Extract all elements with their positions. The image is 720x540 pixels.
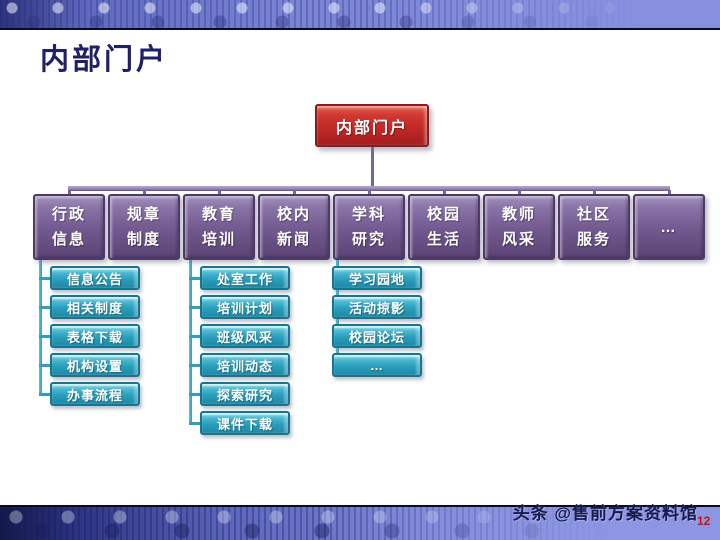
leaf-box: 表格下载 <box>50 324 140 348</box>
branch-box: 校内新闻 <box>258 194 330 260</box>
leaf-stub-connector <box>189 306 200 309</box>
branch-box: 学科研究 <box>333 194 405 260</box>
page-title: 内部门户 <box>40 44 169 76</box>
leaf-stub-connector <box>189 277 200 280</box>
trunk-connector <box>371 147 374 188</box>
branch-box-label: 生活 <box>426 231 461 249</box>
branch-box-label: 信息 <box>51 231 86 249</box>
branch-stub-connector <box>443 190 446 196</box>
top-banner <box>0 0 720 30</box>
leaf-box: 班级风采 <box>200 324 290 348</box>
leaf-stub-connector <box>189 393 200 396</box>
leaf-box-label: 培训动态 <box>216 358 273 374</box>
branch-box-label: 新闻 <box>276 231 311 249</box>
leaf-box-label: 机构设置 <box>66 358 123 374</box>
branch-stub-connector <box>668 190 671 196</box>
branch-stub-connector <box>218 190 221 196</box>
branch-box-label: 研究 <box>351 231 386 249</box>
branch-box: … <box>633 194 705 260</box>
branch-stub-connector <box>593 190 596 196</box>
branch-box: 规章制度 <box>108 194 180 260</box>
leaf-box: 相关制度 <box>50 295 140 319</box>
leaf-box-label: 校园论坛 <box>348 329 405 345</box>
leaf-box: 校园论坛 <box>332 324 422 348</box>
leaf-box-label: 相关制度 <box>66 300 123 316</box>
branch-box: 校园生活 <box>408 194 480 260</box>
branch-box-label: 教育 <box>201 205 236 223</box>
root-box-label: 内部门户 <box>335 119 408 137</box>
leaf-box-label: 培训计划 <box>216 300 273 316</box>
leaf-stub-connector <box>39 277 50 280</box>
leaf-stub-connector <box>189 335 200 338</box>
branch-stub-connector <box>293 190 296 196</box>
leaf-stub-connector <box>189 364 200 367</box>
leaf-stub-connector <box>39 393 50 396</box>
leaf-box: 办事流程 <box>50 382 140 406</box>
leaf-box-label: … <box>370 357 384 373</box>
branch-stub-connector <box>143 190 146 196</box>
leaf-box: 学习园地 <box>332 266 422 290</box>
leaf-stub-connector <box>39 306 50 309</box>
watermark-text: 头条 @售前方案资料馆 <box>512 504 698 523</box>
branch-box-label: 制度 <box>126 231 161 249</box>
page-number: 12 <box>697 514 711 528</box>
branch-stub-connector <box>68 190 71 196</box>
leaf-box: 课件下载 <box>200 411 290 435</box>
branch-box: 教师风采 <box>483 194 555 260</box>
leaf-stub-connector <box>39 335 50 338</box>
leaf-rail-connector <box>39 258 42 395</box>
branch-box-label: 服务 <box>576 231 611 249</box>
leaf-box-label: 班级风采 <box>216 329 273 345</box>
leaf-box: 活动掠影 <box>332 295 422 319</box>
branch-box-label: 校内 <box>276 205 311 223</box>
root-box: 内部门户 <box>315 104 429 147</box>
leaf-box: 机构设置 <box>50 353 140 377</box>
leaf-box-label: 学习园地 <box>348 271 405 287</box>
leaf-box-label: 办事流程 <box>66 387 123 403</box>
leaf-stub-connector <box>189 422 200 425</box>
branch-box-label: 学科 <box>351 205 386 223</box>
leaf-box-label: 探索研究 <box>216 387 273 403</box>
branch-box-label: 校园 <box>426 205 461 223</box>
branch-box-label: 规章 <box>126 205 161 223</box>
bottom-banner <box>0 505 720 540</box>
leaf-box-label: 处室工作 <box>216 271 273 287</box>
leaf-box-label: 活动掠影 <box>348 300 405 316</box>
leaf-box: … <box>332 353 422 377</box>
branch-box-label: 培训 <box>201 231 236 249</box>
branch-box-label: 教师 <box>501 205 536 223</box>
leaf-box: 培训动态 <box>200 353 290 377</box>
branch-box: 行政信息 <box>33 194 105 260</box>
leaf-stub-connector <box>39 364 50 367</box>
branch-box-label: 社区 <box>576 205 611 223</box>
leaf-box: 探索研究 <box>200 382 290 406</box>
branch-box-label: 行政 <box>51 205 86 223</box>
leaf-rail-connector <box>189 258 192 424</box>
leaf-box-label: 课件下载 <box>216 416 273 432</box>
leaf-box: 培训计划 <box>200 295 290 319</box>
leaf-box-label: 表格下载 <box>66 329 123 345</box>
branch-box-label: … <box>660 218 678 236</box>
leaf-box-label: 信息公告 <box>66 271 123 287</box>
leaf-box: 处室工作 <box>200 266 290 290</box>
branch-rail-connector <box>68 186 670 191</box>
branch-box: 教育培训 <box>183 194 255 260</box>
branch-box-label: 风采 <box>501 231 536 249</box>
branch-stub-connector <box>518 190 521 196</box>
leaf-box: 信息公告 <box>50 266 140 290</box>
branch-box: 社区服务 <box>558 194 630 260</box>
branch-stub-connector <box>368 190 371 196</box>
